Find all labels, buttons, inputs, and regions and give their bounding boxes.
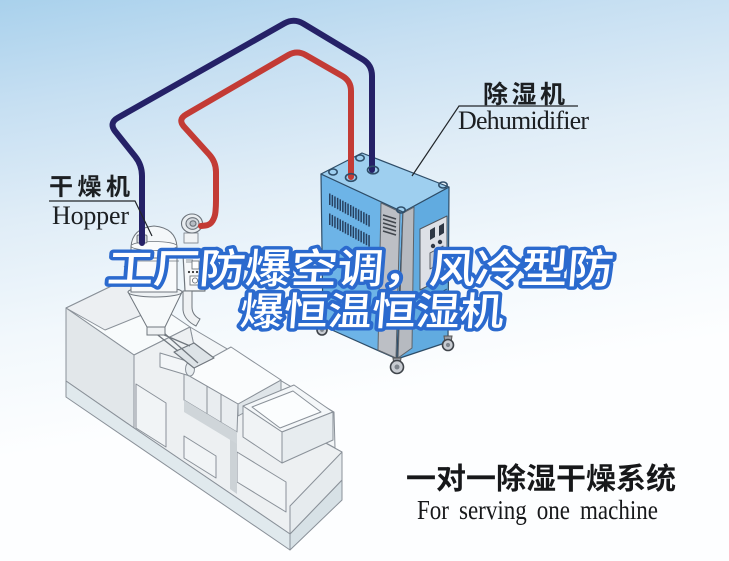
svg-text:Dehumidifier: Dehumidifier	[458, 106, 589, 135]
svg-text:For serving one machine: For serving one machine	[417, 495, 658, 525]
svg-text:Hopper: Hopper	[52, 201, 129, 230]
